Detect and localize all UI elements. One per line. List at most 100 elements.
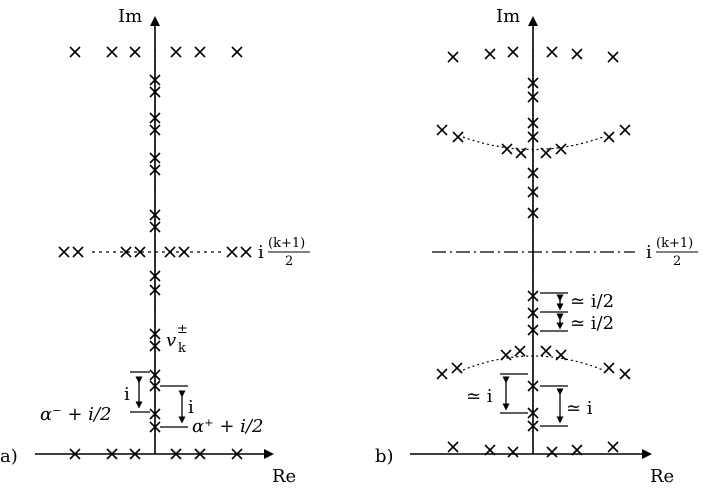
panel-a: Im Re a) i (k+1) 2 v ± k i α⁻ + i/2 i α⁺… <box>0 6 310 487</box>
panel-b-root-marker <box>527 77 539 89</box>
panel-a-root-marker <box>149 270 161 282</box>
panel-b-root-marker <box>555 143 567 155</box>
panel-a-root-marker <box>231 448 243 460</box>
panel-b-tag: b) <box>375 446 394 467</box>
panel-b-half-gap-1-label: ≃ i/2 <box>570 291 614 312</box>
panel-b-root-marker <box>619 124 631 136</box>
panel-a-roots <box>58 46 252 460</box>
panel-a-root-marker <box>120 246 132 258</box>
panel-a-root-marker <box>226 246 238 258</box>
panel-b-root-marker <box>540 345 552 357</box>
panel-a-mid-den: 2 <box>285 254 293 269</box>
panel-b-root-marker <box>603 362 615 374</box>
panel-b-root-marker <box>452 131 464 143</box>
panel-a-root-marker <box>149 408 161 420</box>
panel-b-lower-dotted-curve <box>462 355 604 371</box>
panel-a-root-marker <box>129 448 141 460</box>
panel-b-root-marker <box>607 441 619 453</box>
panel-a-alpha-minus: α⁻ + i/2 <box>40 404 111 425</box>
panel-b-root-marker <box>514 345 526 357</box>
panel-b-mid-den: 2 <box>673 254 681 269</box>
panel-b-root-marker <box>484 444 496 456</box>
panel-a-root-marker <box>149 209 161 221</box>
panel-a-root-marker <box>231 46 243 58</box>
panel-a-v-sup: ± <box>177 322 188 337</box>
panel-b-root-marker <box>571 444 583 456</box>
panel-a-root-marker <box>194 448 206 460</box>
panel-b: Im Re b) i (k+1) 2 ≃ i/2 ≃ i/2 ≃ i ≃ i <box>375 6 698 487</box>
panel-b-root-marker <box>436 368 448 380</box>
panel-a-root-marker <box>129 46 141 58</box>
panel-b-im-label: Im <box>496 6 520 27</box>
panel-a-root-marker <box>149 340 161 352</box>
panel-a-root-marker <box>69 448 81 460</box>
panel-a-root-marker <box>149 74 161 86</box>
panel-a-root-marker <box>194 46 206 58</box>
panel-a-right-gap-label: i <box>188 397 194 418</box>
panel-b-root-marker <box>527 290 539 302</box>
panel-a-root-marker <box>149 112 161 124</box>
panel-a-re-label: Re <box>272 466 296 487</box>
panel-a-mid-num: (k+1) <box>268 236 305 251</box>
panel-b-root-marker <box>527 91 539 103</box>
panel-b-root-marker <box>527 167 539 179</box>
panel-a-root-marker <box>134 246 146 258</box>
panel-b-root-marker <box>619 368 631 380</box>
panel-b-left-gap-label: ≃ i <box>466 386 493 407</box>
panel-a-root-marker <box>149 380 161 392</box>
panel-a-root-marker <box>149 152 161 164</box>
panel-b-root-marker <box>546 46 558 58</box>
panel-a-root-marker <box>149 124 161 136</box>
panel-b-root-marker <box>527 207 539 219</box>
panel-b-right-gap-label: ≃ i <box>566 398 593 419</box>
panel-b-root-marker <box>527 420 539 432</box>
panel-a-root-marker <box>58 246 70 258</box>
panel-b-root-marker <box>515 147 527 159</box>
panel-b-root-marker <box>527 186 539 198</box>
panel-a-im-label: Im <box>118 6 142 27</box>
panel-a-root-marker <box>170 448 182 460</box>
panel-b-root-marker <box>447 441 459 453</box>
panel-b-root-marker <box>500 349 512 361</box>
panel-a-root-marker <box>149 284 161 296</box>
panel-a-root-marker <box>178 246 190 258</box>
panel-a-root-marker <box>106 448 118 460</box>
panel-a-root-marker <box>149 221 161 233</box>
panel-b-root-marker <box>451 362 463 374</box>
panel-b-root-marker <box>507 446 519 458</box>
panel-b-root-marker <box>501 143 513 155</box>
panel-b-root-marker <box>546 446 558 458</box>
panel-a-v-sub: k <box>178 341 186 356</box>
panel-a-left-gap-label: i <box>124 384 130 405</box>
panel-b-root-marker <box>436 124 448 136</box>
panel-b-root-marker <box>527 324 539 336</box>
panel-b-root-marker <box>447 51 459 63</box>
panel-b-root-marker <box>527 307 539 319</box>
panel-a-root-marker <box>149 369 161 381</box>
panel-b-root-marker <box>555 349 567 361</box>
panel-b-root-marker <box>527 131 539 143</box>
panel-a-root-marker <box>149 328 161 340</box>
panel-b-root-marker <box>527 407 539 419</box>
panel-a-root-marker <box>170 46 182 58</box>
panel-a-v-label: v <box>166 330 176 351</box>
panel-b-re-label: Re <box>650 466 674 487</box>
panel-b-mid-num: (k+1) <box>656 236 693 251</box>
panel-a-root-marker <box>149 421 161 433</box>
panel-b-root-marker <box>603 131 615 143</box>
panel-b-root-marker <box>527 117 539 129</box>
panel-a-root-marker <box>106 46 118 58</box>
panel-a-alpha-plus: α⁺ + i/2 <box>192 416 263 437</box>
panel-b-root-marker <box>507 46 519 58</box>
panel-a-root-marker <box>72 246 84 258</box>
panel-a-mid-i: i <box>258 242 264 263</box>
panel-b-roots <box>436 46 631 458</box>
panel-a-root-marker <box>240 246 252 258</box>
panel-a-root-marker <box>164 246 176 258</box>
panel-b-root-marker <box>571 48 583 60</box>
panel-a-tag: a) <box>0 446 18 467</box>
panel-b-upper-dotted-curve <box>462 136 604 151</box>
panel-a-root-marker <box>69 46 81 58</box>
panel-b-root-marker <box>527 380 539 392</box>
